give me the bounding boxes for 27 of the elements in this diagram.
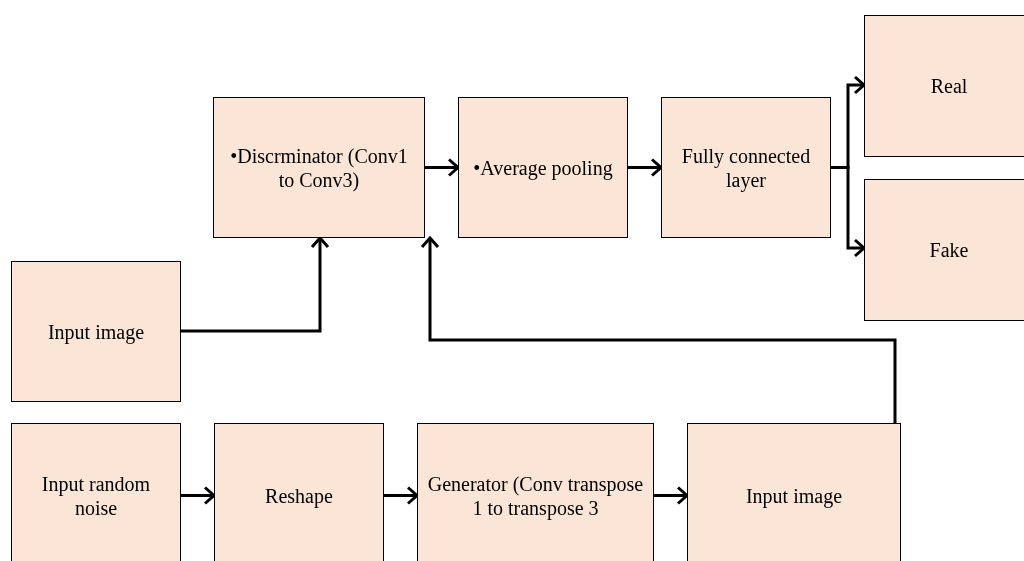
- box-label: •Average pooling: [473, 155, 613, 180]
- box-label: Input image: [47, 319, 145, 344]
- process-box: [11, 261, 181, 402]
- process-box: [687, 423, 901, 561]
- box-label: •Discrminator (Conv1 to Conv3): [229, 143, 409, 192]
- process-box: [661, 97, 831, 238]
- arrow: [181, 486, 216, 505]
- box-label: Fully connected layer: [680, 143, 812, 192]
- process-box: [417, 423, 654, 561]
- process-box: [864, 15, 1024, 157]
- box-label: Real: [930, 74, 968, 98]
- arrow: [420, 236, 897, 423]
- arrow: [654, 486, 689, 505]
- process-box: [458, 97, 628, 238]
- arrow: [425, 158, 460, 177]
- arrow: [384, 486, 419, 505]
- process-box: [214, 423, 384, 561]
- box-label: Generator (Conv transpose 1 to transpose 3: [426, 471, 645, 520]
- process-box: [11, 423, 181, 561]
- arrow: [628, 158, 663, 177]
- process-box: [213, 97, 425, 238]
- box-label: Input random noise: [40, 471, 152, 520]
- box-label: Reshape: [265, 483, 333, 508]
- process-box: [864, 179, 1024, 321]
- box-label: Fake: [929, 238, 969, 262]
- arrow: [181, 236, 330, 333]
- box-label: Input image: [745, 483, 843, 508]
